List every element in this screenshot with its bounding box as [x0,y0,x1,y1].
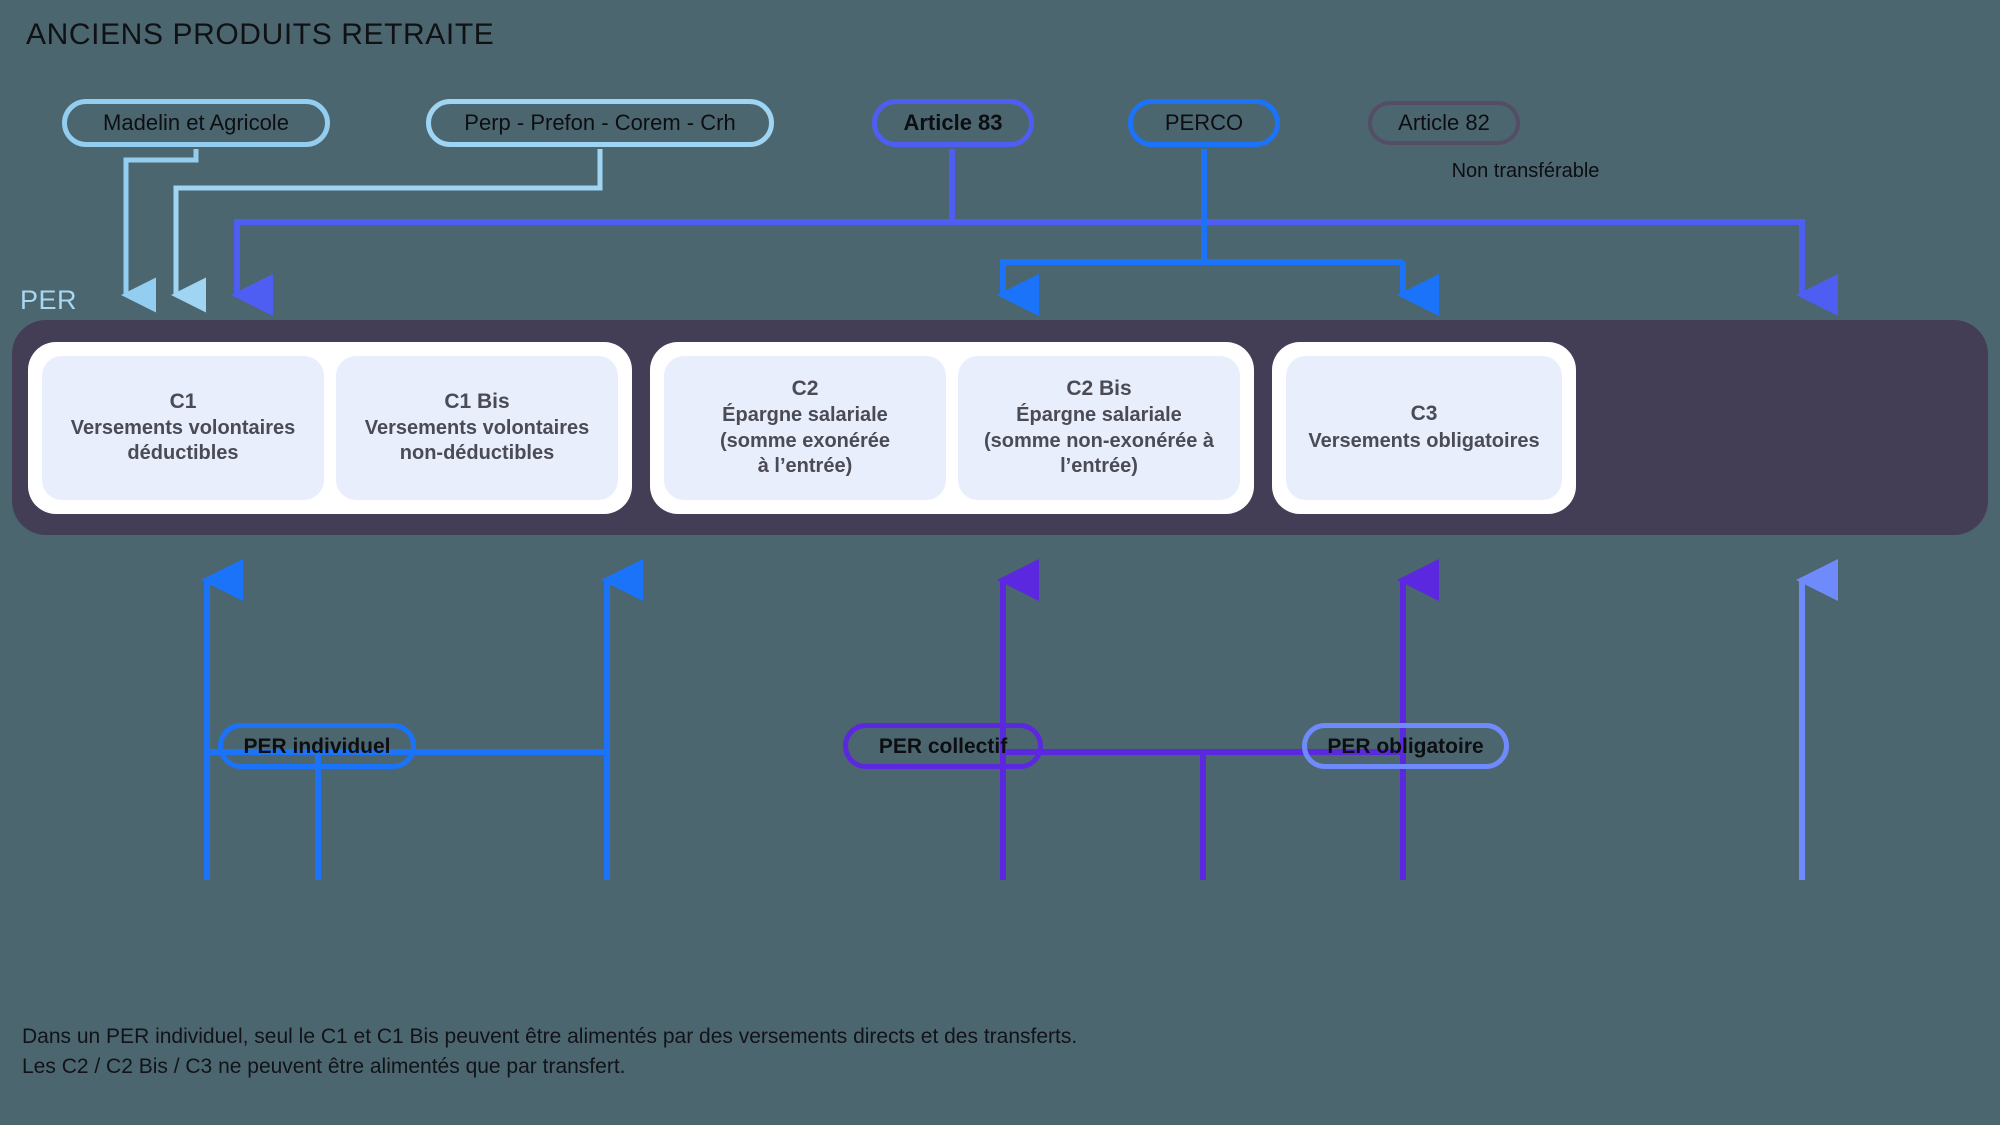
per-container: C1 Versements volontaires déductibles C1… [12,320,1988,535]
per-group-obligatoire: C3 Versements obligatoires [1272,341,1576,514]
product-pill-perco-label: PERCO [1164,110,1244,135]
per-type-pill-collectif-label: PER collectif [878,734,1008,758]
per-card-c1[interactable]: C1 Versements volontaires déductibles [42,355,324,500]
product-pill-article-83[interactable]: Article 83 [872,99,1034,147]
product-pill-article-82-label: Article 82 [1398,110,1490,135]
per-card-c2bis-line1: Épargne salariale [1016,404,1182,427]
article-82-note: Non transférable [1451,160,1600,182]
per-card-c2bis-code: C2 Bis [1066,376,1132,400]
per-card-c2bis-desc: Épargne salariale (somme non-exonérée à … [984,403,1214,479]
footnote-line-1: Dans un PER individuel, seul le C1 et C1… [22,1025,1078,1048]
per-card-c1bis-line2: non-déductibles [399,442,555,465]
product-pill-madelin[interactable]: Madelin et Agricole [62,99,330,147]
per-type-pill-individuel[interactable]: PER individuel [218,723,416,769]
product-pill-perp[interactable]: Perp - Prefon - Corem - Crh [426,99,774,147]
per-card-c3-line1: Versements obligatoires [1308,429,1540,452]
footnote-line-2: Les C2 / C2 Bis / C3 ne peuvent être ali… [22,1054,626,1078]
per-card-c2-code: C2 [791,376,819,400]
per-card-c1bis-code: C1 Bis [444,389,510,413]
product-pill-perp-label: Perp - Prefon - Corem - Crh [464,110,736,135]
per-card-c2-line2: (somme exonérée [719,429,891,452]
per-groups: C1 Versements volontaires déductibles C1… [12,320,1988,535]
per-card-c2[interactable]: C2 Épargne salariale (somme exonérée à l… [664,355,946,500]
per-card-c1bis-desc: Versements volontaires non-déductibles [365,416,590,466]
per-type-pill-obligatoire-label: PER obligatoire [1327,734,1484,758]
per-card-c3[interactable]: C3 Versements obligatoires [1286,355,1562,500]
product-pill-article-82[interactable]: Article 82 [1368,101,1520,145]
product-pill-madelin-label: Madelin et Agricole [103,110,289,135]
per-card-c3-desc: Versements obligatoires [1308,429,1539,454]
page-title: ANCIENS PRODUITS RETRAITE [26,18,495,51]
per-card-c2-line3: à l’entrée) [757,454,853,477]
per-card-c2-line1: Épargne salariale [722,404,888,427]
per-type-pill-obligatoire[interactable]: PER obligatoire [1302,723,1509,769]
product-pill-article-83-label: Article 83 [903,110,1003,135]
per-group-individuel: C1 Versements volontaires déductibles C1… [28,341,632,514]
per-card-c2bis[interactable]: C2 Bis Épargne salariale (somme non-exon… [958,355,1240,500]
per-card-c1-code: C1 [169,389,197,413]
per-card-c2-desc: Épargne salariale (somme exonérée à l’en… [720,403,890,479]
product-pill-perco[interactable]: PERCO [1128,99,1280,147]
per-type-pill-collectif[interactable]: PER collectif [843,723,1043,769]
per-card-c3-code: C3 [1410,402,1438,426]
per-label: PER [20,285,78,315]
per-card-c2bis-line3: l’entrée) [1060,454,1138,477]
per-type-pill-individuel-label: PER individuel [243,734,391,758]
per-card-c1-line1: Versements volontaires [70,417,296,440]
footnote: Dans un PER individuel, seul le C1 et C1… [22,1022,1422,1082]
per-card-c2bis-line2: (somme non-exonérée à [983,429,1215,452]
per-card-c1-desc: Versements volontaires déductibles [71,416,296,466]
per-card-c1bis-line1: Versements volontaires [364,417,590,440]
per-group-collectif: C2 Épargne salariale (somme exonérée à l… [650,341,1254,514]
per-card-c1bis[interactable]: C1 Bis Versements volontaires non-déduct… [336,355,618,500]
per-card-c1-line2: déductibles [127,442,239,465]
